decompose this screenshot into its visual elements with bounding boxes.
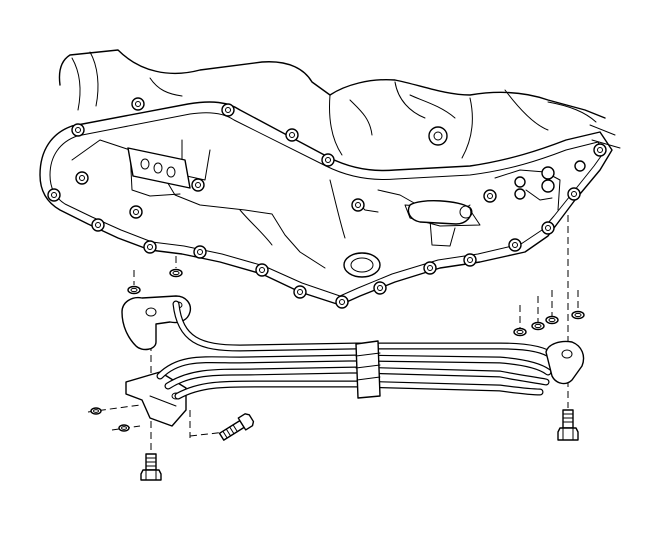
flange-bolt-heads [47, 97, 607, 309]
flange-bolt-head [541, 221, 555, 235]
flange-bolt-head [593, 143, 607, 157]
flange-bolt-head [373, 281, 387, 295]
flange-bolt-head [351, 198, 365, 212]
seal-ring [90, 407, 102, 415]
case-flange-outline [39, 101, 613, 306]
cooler-pipe [164, 366, 550, 390]
pipe-clamp [355, 340, 381, 399]
flange-bolt-head [91, 218, 105, 232]
cooler-pipe [156, 354, 552, 380]
case-right-bosses [514, 160, 586, 200]
flange-bolt-head [255, 263, 269, 277]
seal-ring [571, 310, 585, 320]
pipe-bolt-left [140, 453, 162, 481]
flange-bolt-head [508, 238, 522, 252]
case-bracket-plate [127, 147, 191, 189]
cooler-pipe [172, 300, 556, 360]
flange-bolt-head [143, 240, 157, 254]
seal-ring [513, 327, 527, 337]
seal-rings [90, 268, 585, 432]
flange-bolt-head [285, 128, 299, 142]
flange-bolt-head [129, 205, 143, 219]
seal-ring [531, 321, 545, 331]
flange-bolt-head [75, 171, 89, 185]
seal-ring [127, 285, 141, 295]
flange-bolt-head [221, 103, 235, 117]
seal-ring [169, 268, 183, 278]
flange-bolt-head [335, 295, 349, 309]
flange-bolt-head [191, 178, 205, 192]
pipe-right-fitting [545, 340, 585, 385]
seal-ring [545, 315, 559, 325]
flange-bolt-head [193, 245, 207, 259]
case-flange-inner [49, 112, 605, 297]
flange-bolt-head [423, 261, 437, 275]
pipe-bolt-right [557, 409, 579, 441]
flange-bolt-head [483, 189, 497, 203]
cooler-pipe [174, 380, 544, 400]
flange-bolt-head [293, 285, 307, 299]
flange-bolt-head [131, 97, 145, 111]
flange-bolt-head [463, 253, 477, 267]
flange-bolt-head [71, 123, 85, 137]
cooler-pipe-assembly [121, 295, 585, 427]
seal-ring [118, 424, 130, 432]
bracket-bolt [218, 413, 255, 441]
flange-bolt-head [47, 188, 61, 202]
flange-bolt-head [321, 153, 335, 167]
case-port-boss [343, 252, 381, 278]
flange-bolt-head [567, 187, 581, 201]
transmission-case [39, 49, 621, 306]
